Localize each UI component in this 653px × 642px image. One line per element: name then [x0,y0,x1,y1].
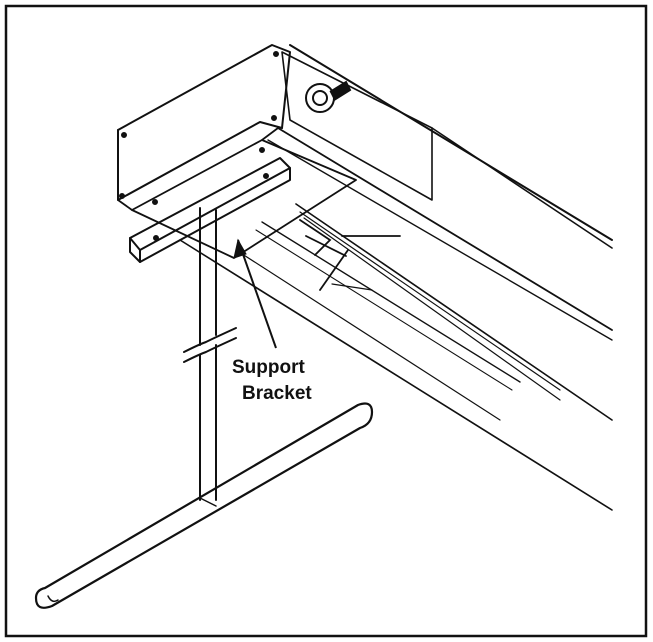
bracket-plate [117,127,357,259]
endcap-front [117,121,283,201]
roller-rods [179,203,613,511]
endcap-right-face [281,51,433,201]
housing-lower-edge-2 [267,139,613,341]
motor-fitting [305,80,352,113]
callout-arrow [233,238,277,349]
t-base [34,402,374,609]
callout-label-line2: Bracket [242,383,312,404]
housing-mid-edge [431,127,613,249]
support-bracket [129,157,291,263]
housing-bottom-edge [277,127,613,331]
support-post [183,207,237,501]
ceiling-housing [117,44,613,341]
housing-top-edge [289,44,613,241]
callout-label-line1: Support [232,357,305,378]
